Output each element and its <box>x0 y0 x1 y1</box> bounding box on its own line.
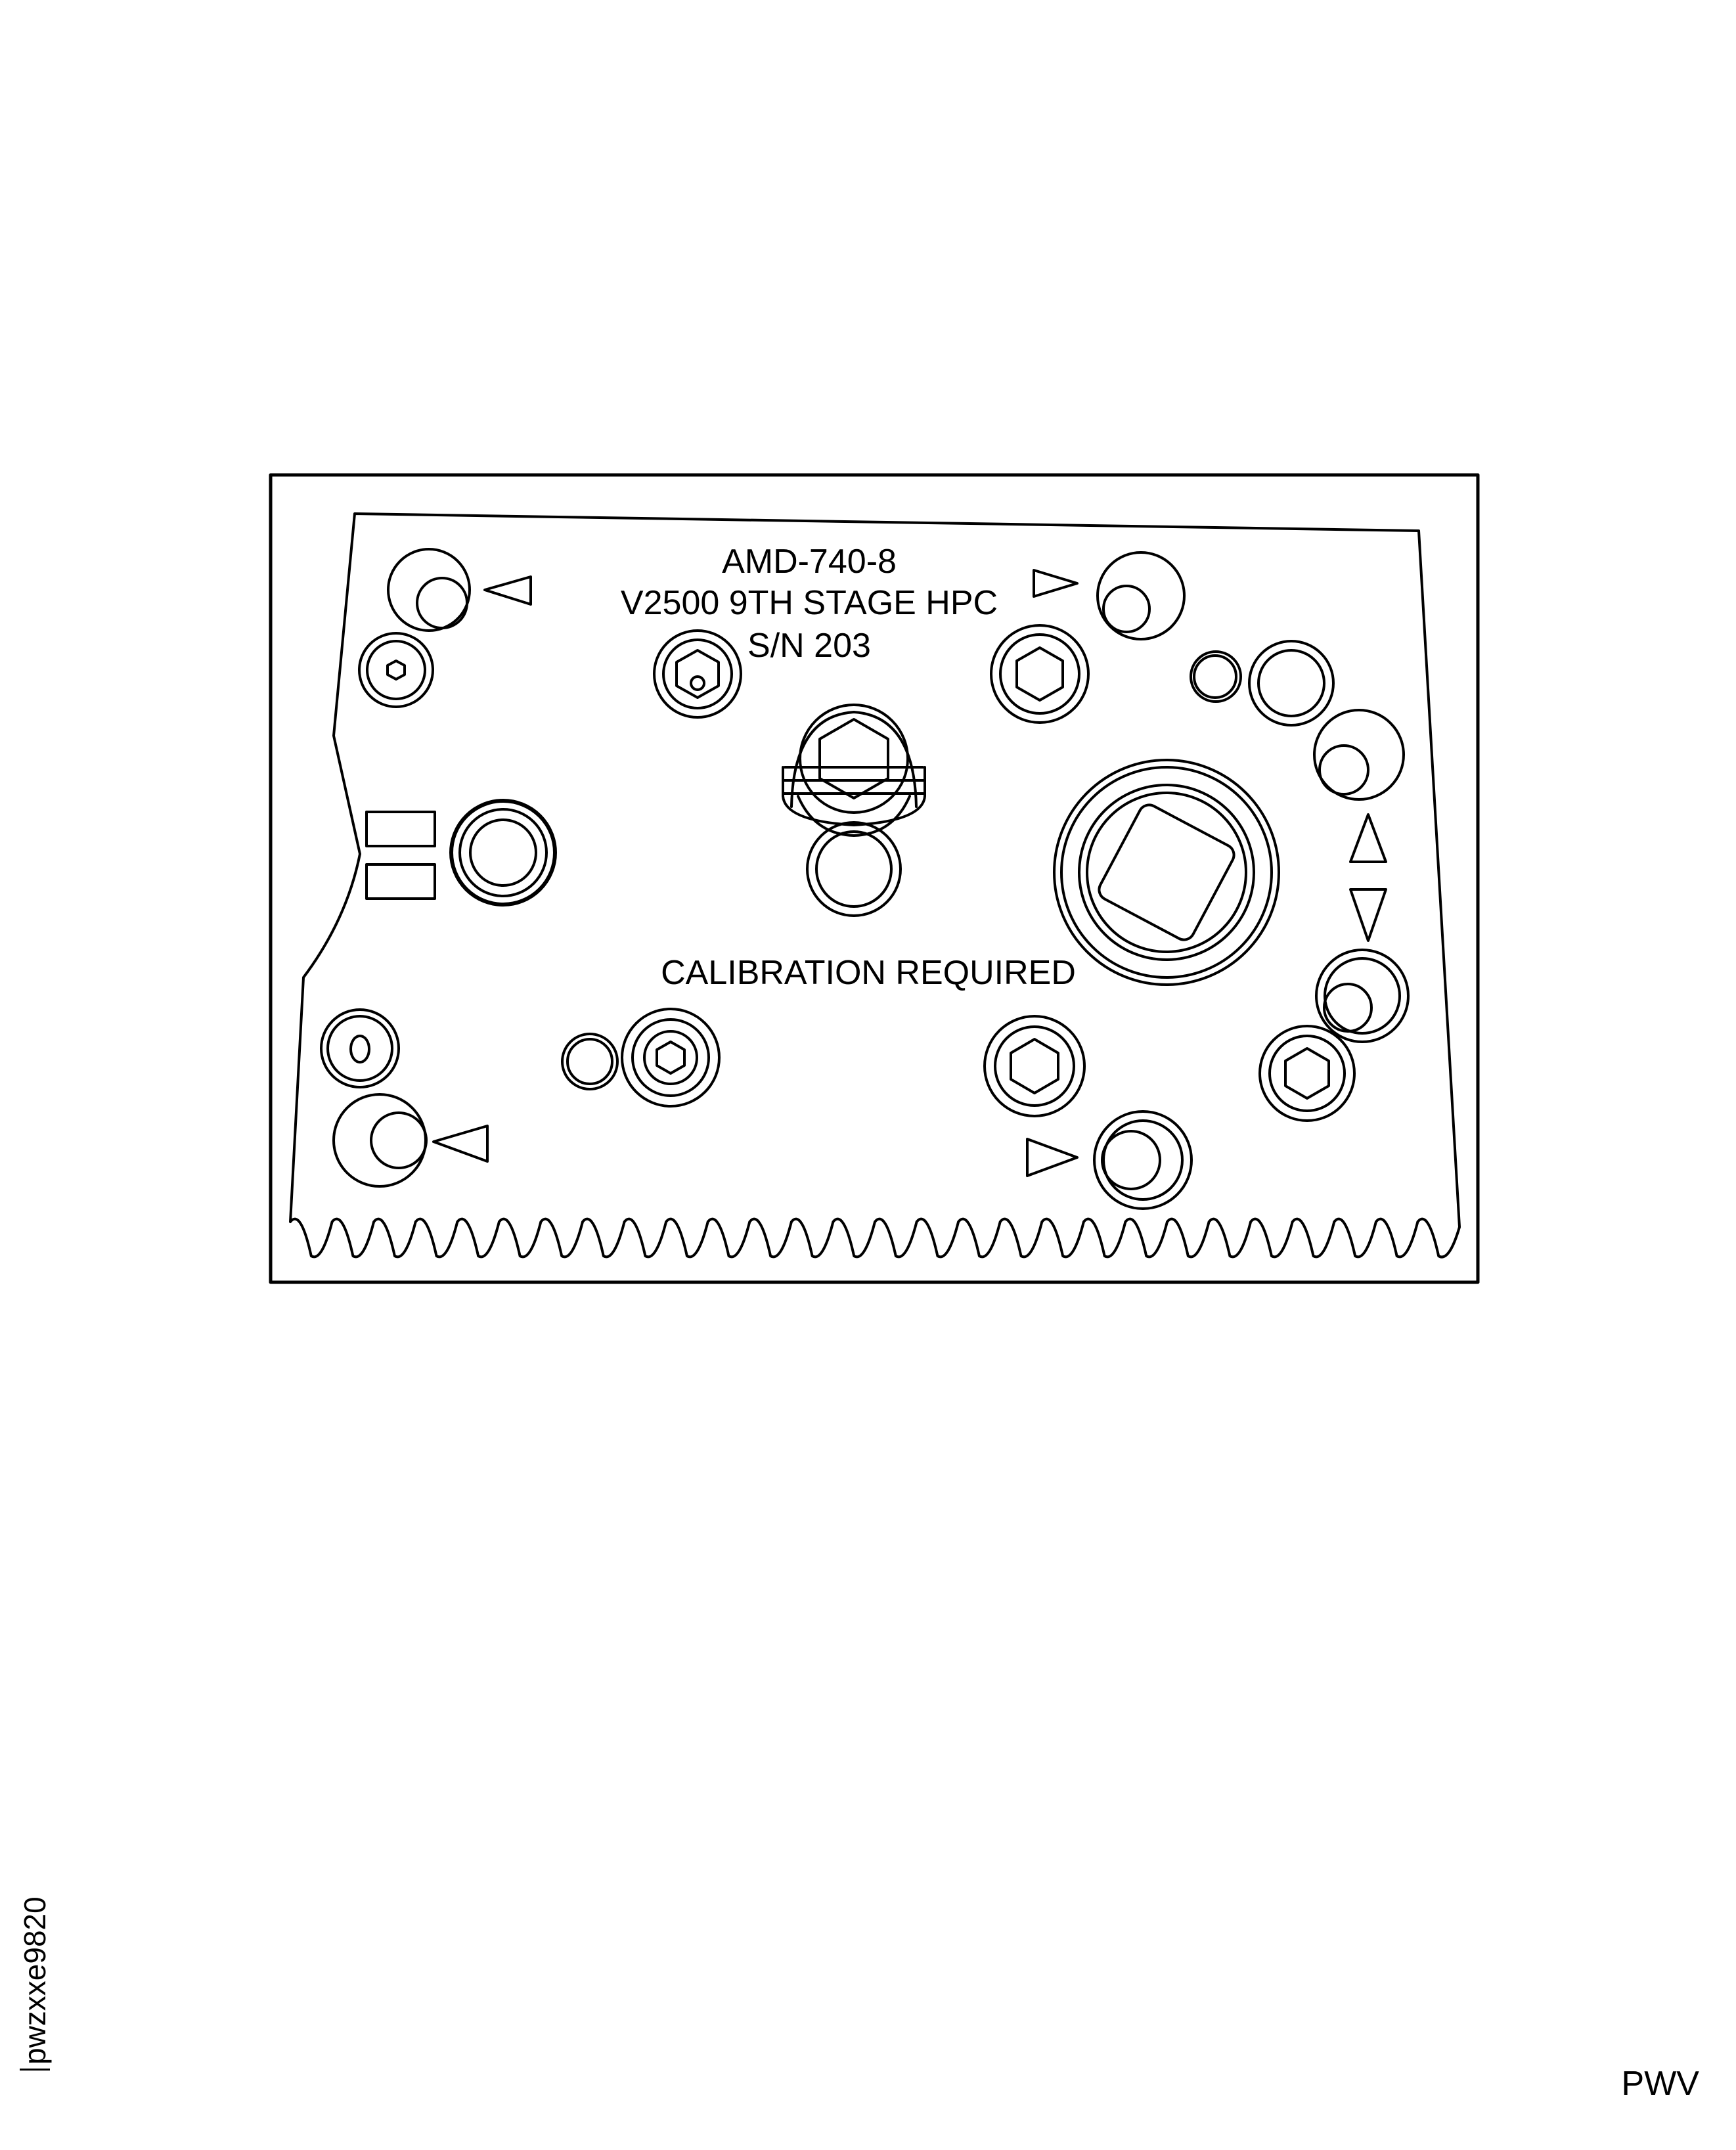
slot-upper <box>365 811 436 847</box>
serial-label: S/N 203 <box>747 627 871 665</box>
figure-frame <box>269 473 1480 1284</box>
corner-tag: PWV <box>1621 2065 1699 2103</box>
direction-arrow-icon <box>432 1125 489 1163</box>
direction-arrow-icon <box>1349 813 1387 863</box>
counterbore-right-upper <box>1313 709 1405 801</box>
hex-socket-screw-icon <box>990 624 1090 724</box>
bore-hole-icon <box>1193 654 1237 699</box>
counterbore-bottom-right <box>1093 1110 1193 1210</box>
hex-socket-screw-icon <box>983 1015 1086 1117</box>
hex-socket-screw-icon <box>621 1008 721 1108</box>
hex-socket-screw-icon <box>358 632 434 708</box>
counterbore-top-right <box>1096 551 1186 640</box>
bore-hole-icon <box>566 1038 613 1085</box>
plate-outline <box>289 512 1461 1259</box>
bore-hole-icon <box>561 1033 619 1090</box>
direction-arrow-icon <box>483 575 532 606</box>
figure-id: pwzxxe9820 <box>18 1896 52 2071</box>
square-drive-icon <box>1053 759 1280 986</box>
direction-arrow-icon <box>1349 888 1387 942</box>
counterbore-top-left <box>387 548 471 632</box>
hex-socket-screw-icon <box>1258 1025 1356 1122</box>
slot-lower <box>365 863 436 900</box>
part-number-label: AMD-740-8 <box>722 543 897 581</box>
bore-hole-icon <box>449 799 557 907</box>
direction-arrow-icon <box>1033 569 1079 598</box>
bore-hole-icon <box>1248 640 1335 727</box>
description-label: V2500 9TH STAGE HPC <box>621 584 998 622</box>
hex-socket-screw-icon <box>653 629 742 719</box>
center-stepped-bolt <box>782 704 926 917</box>
bore-hole-icon <box>1190 650 1242 703</box>
calibration-notice: CALIBRATION REQUIRED <box>661 954 1076 992</box>
counterbore-right-lower <box>1315 949 1410 1043</box>
bore-hole-icon <box>320 1008 400 1088</box>
counterbore-bottom-left <box>332 1093 428 1188</box>
direction-arrow-icon <box>1026 1138 1079 1177</box>
